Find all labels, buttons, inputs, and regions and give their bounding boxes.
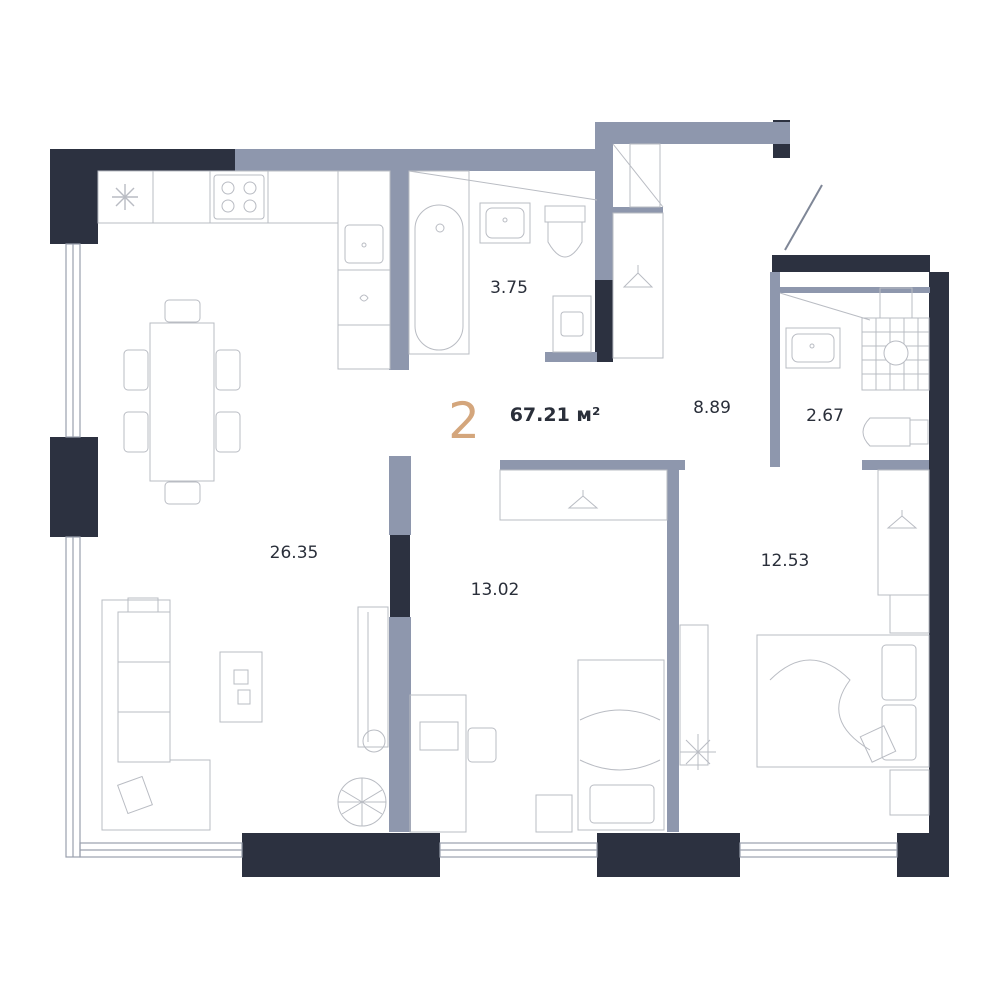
interior-walls — [235, 122, 930, 832]
kitchen — [97, 170, 391, 370]
tv-unit — [357, 606, 389, 753]
bedroom-furniture — [409, 469, 668, 833]
exterior-walls — [50, 120, 949, 877]
area-label-master-bedroom: 12.53 — [761, 551, 810, 571]
hanger-icon — [622, 265, 654, 288]
cooktop — [213, 174, 265, 220]
total-area: 67.21 м² — [510, 404, 601, 426]
area-label-living: 26.35 — [270, 543, 319, 563]
fridge-snowflake-icon — [112, 184, 138, 210]
area-label-bedroom: 13.02 — [471, 580, 520, 600]
rooms-count: 2 — [448, 392, 480, 450]
plant-icon — [337, 777, 387, 827]
bathroom-fixtures — [408, 170, 598, 355]
plant-icon — [680, 734, 716, 770]
entrance-door — [784, 184, 823, 251]
hanger-icon — [886, 510, 918, 529]
wc-fixtures — [779, 287, 930, 447]
area-label-hall: 8.89 — [693, 398, 731, 418]
windows — [65, 243, 898, 858]
dining-table — [123, 299, 241, 505]
hanger-icon — [567, 490, 599, 509]
master-bedroom-furniture — [679, 469, 930, 816]
area-label-bathroom: 3.75 — [490, 278, 528, 298]
sofa — [101, 597, 263, 831]
room-labels: 26.35 3.75 8.89 2.67 13.02 12.53 — [270, 278, 844, 600]
hall-wardrobe — [612, 143, 664, 359]
area-label-wc: 2.67 — [806, 406, 844, 426]
